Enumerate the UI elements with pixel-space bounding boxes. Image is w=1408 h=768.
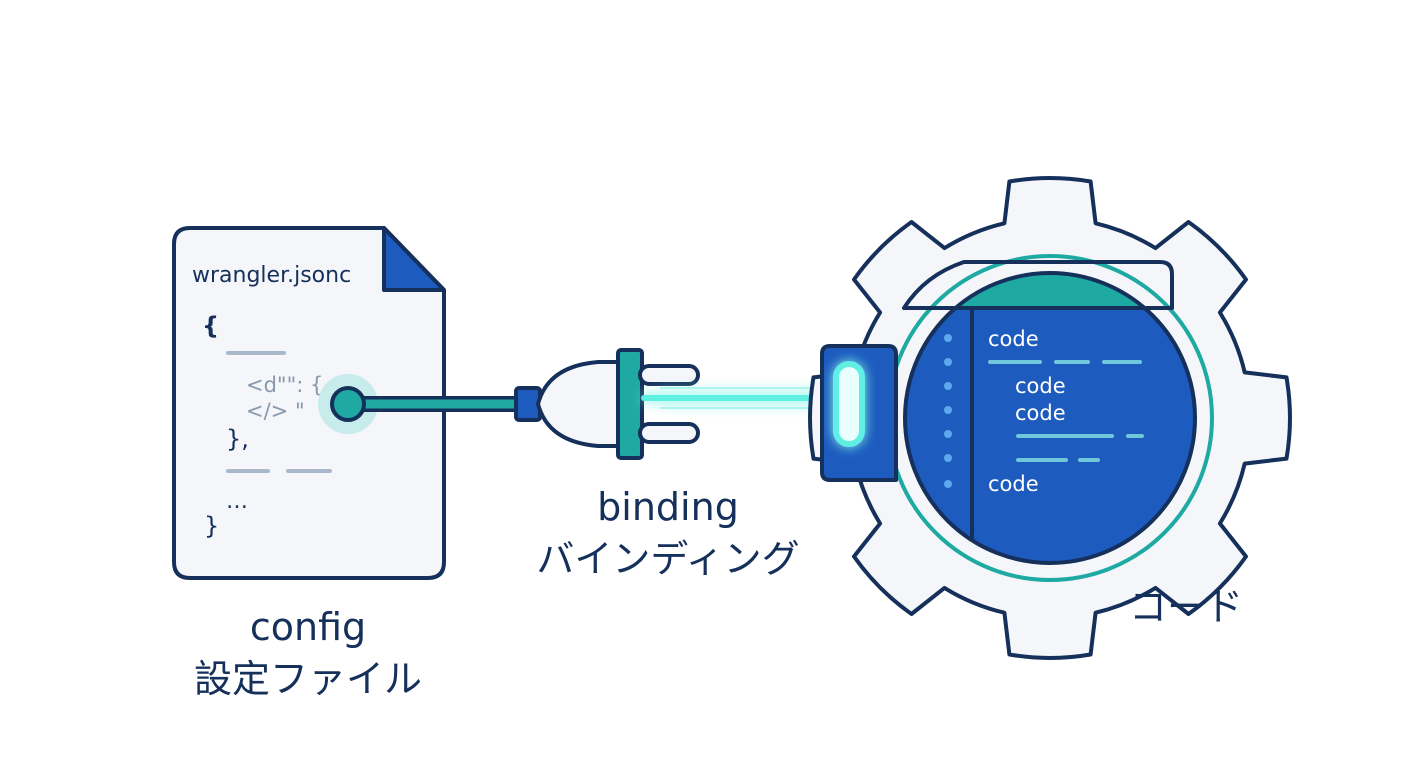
config-line-tag: </> " (246, 399, 305, 423)
binding-caption-ja: バインディング (536, 537, 799, 581)
editor-gutter-dots (944, 334, 952, 488)
config-line-ellipsis: … (226, 489, 248, 514)
socket-slot-glow (833, 361, 865, 447)
config-line-key: <d"": { (246, 373, 323, 397)
config-caption-en: config (250, 605, 366, 649)
code-placeholder-lines (988, 360, 1144, 462)
config-caption-ja: 設定ファイル (194, 657, 422, 701)
document-fold-corner (382, 226, 446, 292)
plug-prong-bottom (638, 422, 700, 444)
config-file-document: wrangler.jsonc { <d"": { </> " }, … } (172, 226, 446, 580)
plug-face (616, 348, 644, 460)
code-panel-border (903, 271, 1197, 565)
binding-socket (820, 344, 898, 482)
code-editor-panel (905, 273, 1195, 563)
code-module: code code code code コード (808, 176, 1292, 660)
document-page (172, 226, 446, 580)
config-line-close-brace-comma: }, (226, 425, 249, 453)
editor-frame (902, 260, 1174, 310)
code-caption-ja: コード (1129, 585, 1243, 629)
connection-point (330, 386, 366, 422)
code-line-3: code (1015, 401, 1066, 425)
config-line-open-brace: { (202, 312, 219, 340)
plug-prong-top (638, 364, 700, 386)
code-line-2: code (1015, 374, 1066, 398)
plug-body (536, 360, 622, 448)
binding-caption-en: binding (597, 485, 739, 529)
config-filename: wrangler.jsonc (192, 263, 351, 288)
code-line-1: code (988, 327, 1039, 351)
code-line-4: code (988, 472, 1039, 496)
config-line-close-brace: } (204, 512, 219, 540)
